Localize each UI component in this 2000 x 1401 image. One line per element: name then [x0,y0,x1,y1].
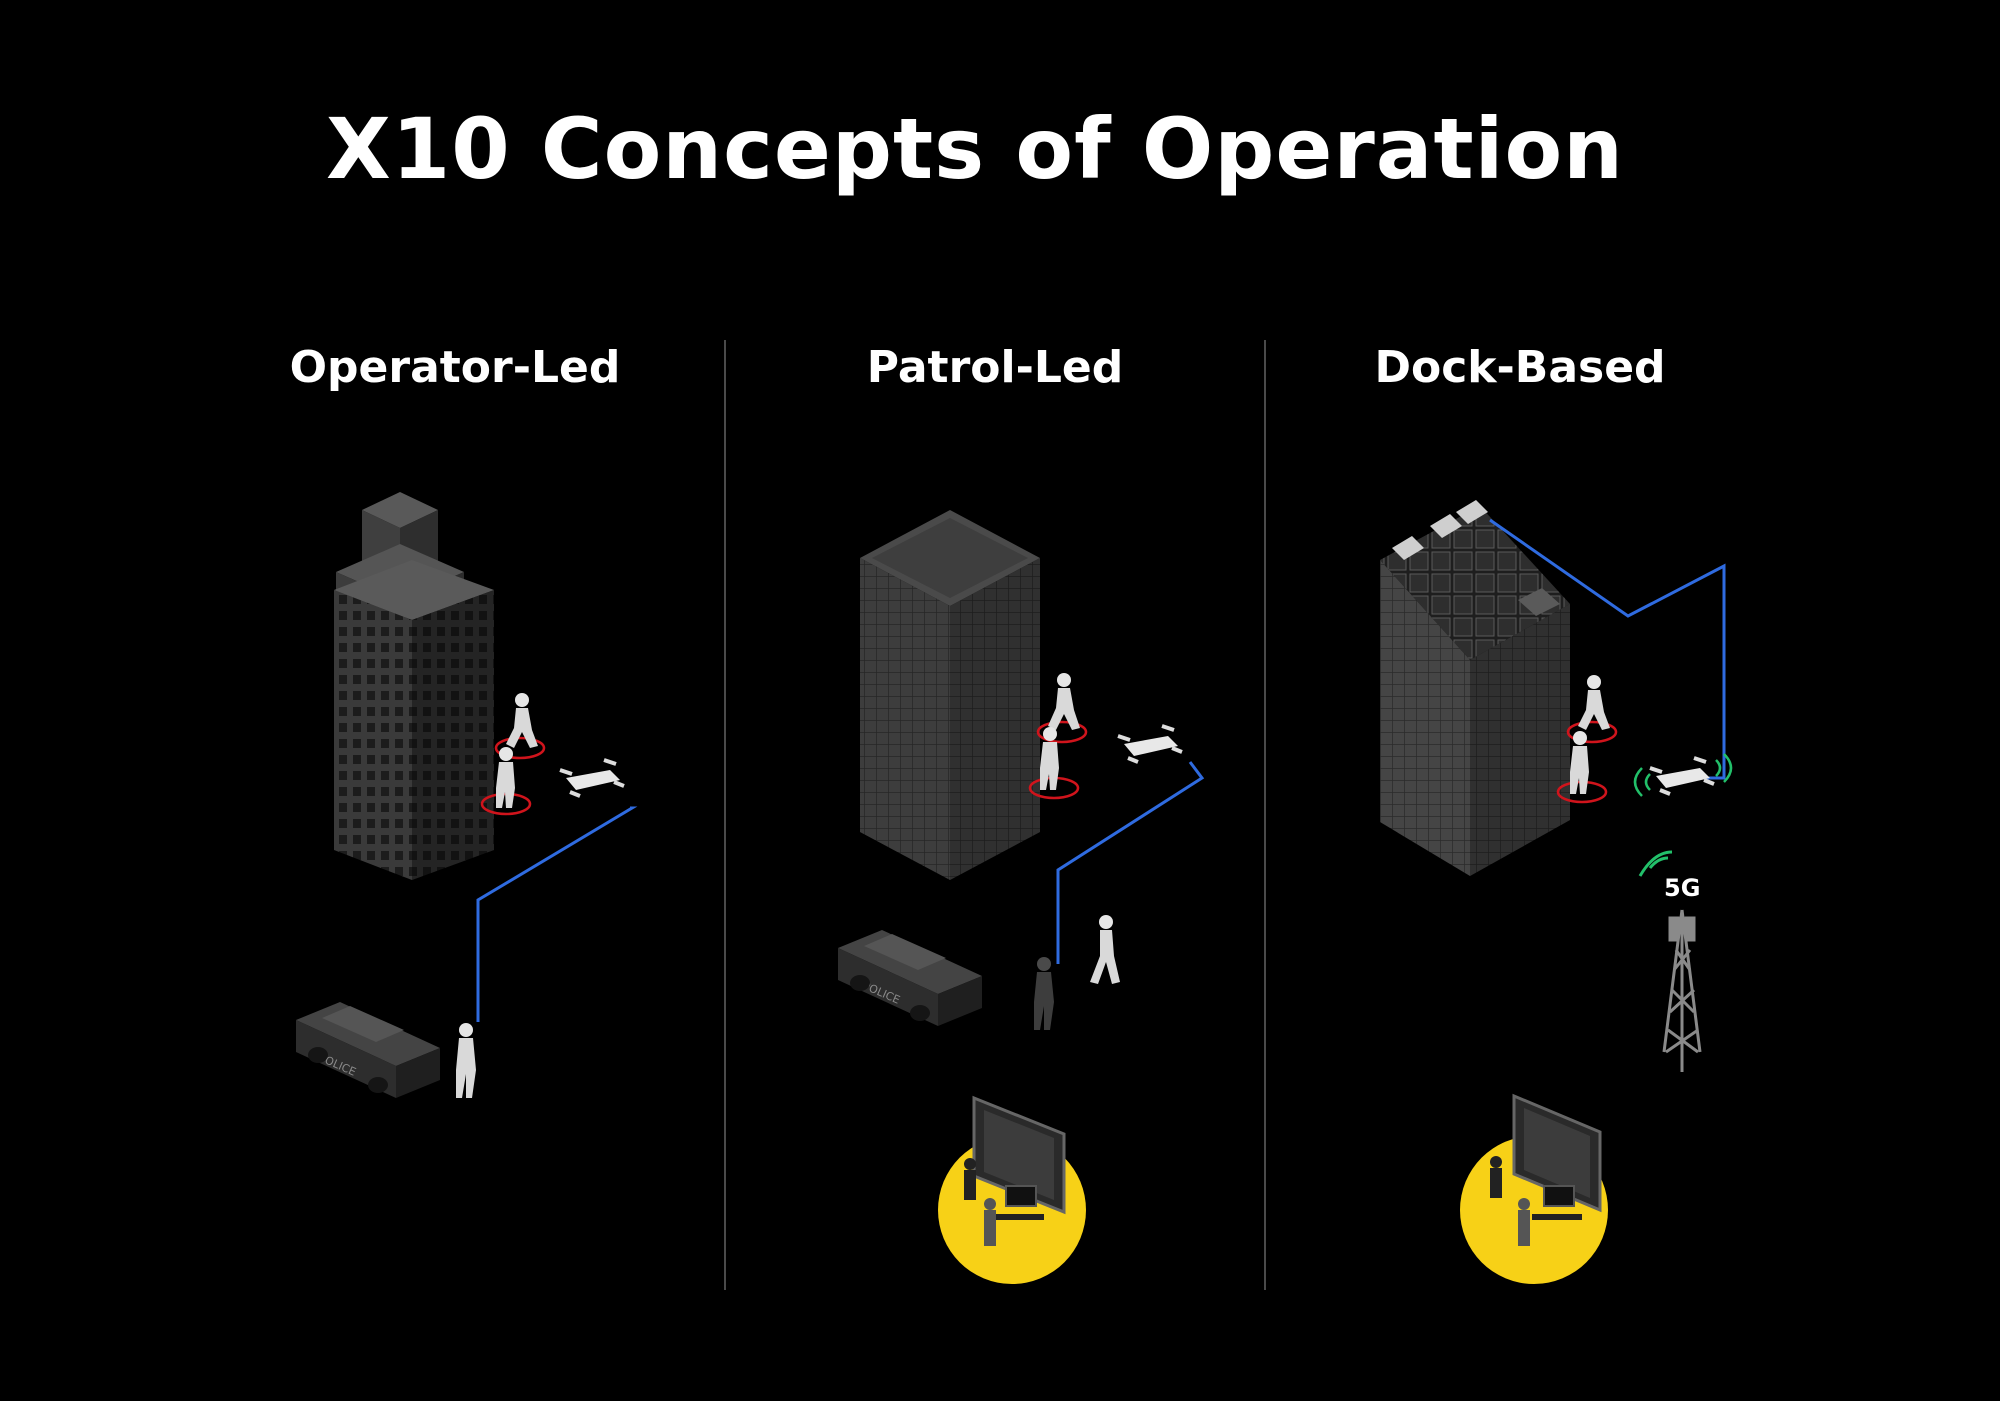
building-icon [334,492,494,880]
column-divider-left [724,340,726,1290]
signal-icon [1638,850,1673,877]
column-divider-right [1264,340,1266,1290]
command-center-icon [1460,1093,1608,1284]
police-car-icon: POLICE [838,930,982,1026]
suspect-figures [480,693,546,816]
link-line-patrol [1056,761,1205,964]
operator-figure [456,1023,476,1098]
page-title: X10 Concepts of Operation [326,100,1624,198]
building-icon [1380,506,1570,876]
dock-station-icons [1392,500,1488,560]
drone-icon [1649,756,1715,796]
link-line-operator [476,806,638,1022]
network-label: 5G [1664,874,1700,902]
suspect-figures [1556,675,1618,804]
column-title-operator-led: Operator-Led [289,342,621,393]
building-icon [860,510,1040,880]
column-title-dock-based: Dock-Based [1374,342,1666,393]
patrol-led-scene: POLICE [838,510,1205,1284]
drone-icon [1117,724,1183,764]
cell-tower-icon [1662,909,1702,1072]
suspect-figures [1028,673,1088,800]
officer-figures [1034,915,1120,1030]
signal-icon [1633,753,1733,797]
police-car-icon: POLICE [296,1002,440,1098]
operator-led-scene: POLICE [296,492,638,1098]
drone-icon [559,758,625,798]
dock-based-scene: 5G [1380,500,1733,1284]
column-title-patrol-led: Patrol-Led [866,342,1124,393]
command-center-icon [938,1095,1086,1284]
link-line-dock [1489,518,1726,780]
